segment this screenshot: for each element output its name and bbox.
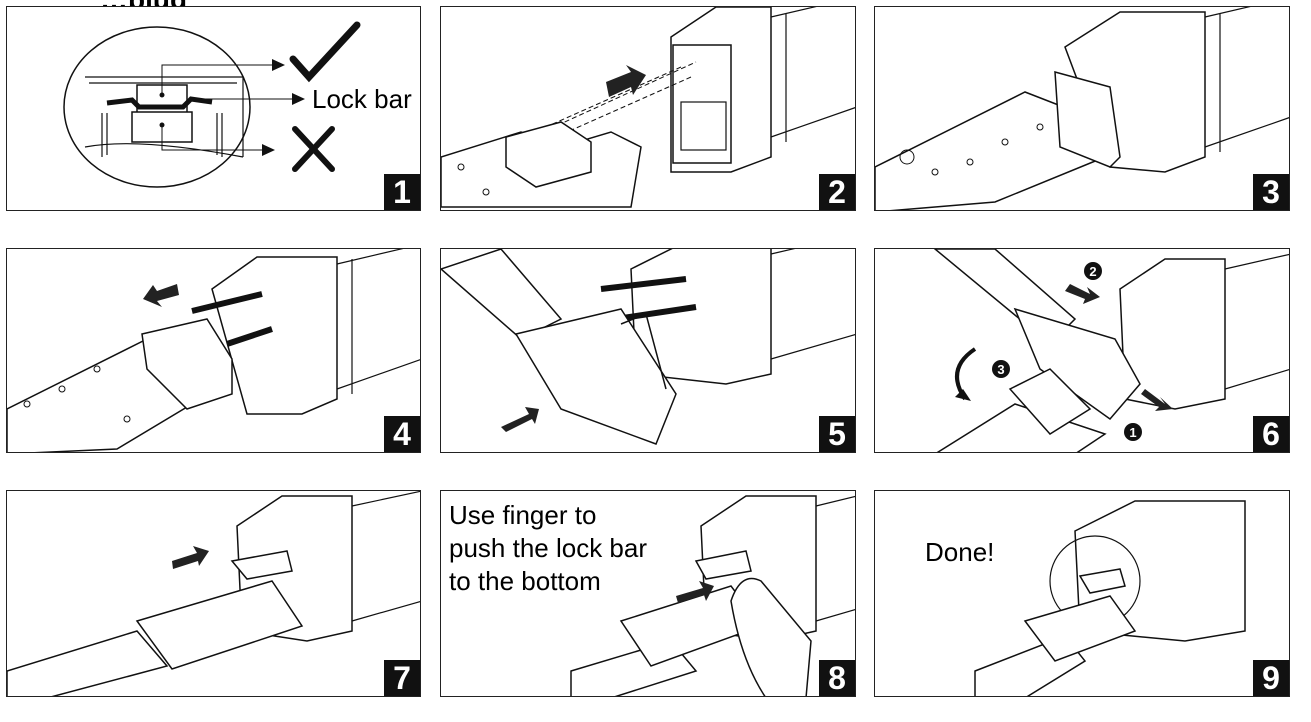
- instruction-text: Use finger to push the lock bar to the b…: [449, 500, 648, 596]
- step-number-badge: 6: [1253, 416, 1289, 452]
- step-badge-label: 1: [1129, 425, 1136, 440]
- insert-tool-diagram: [441, 7, 855, 208]
- done-label: Done!: [925, 537, 995, 567]
- seat-cable-diagram: 2 3 1: [933, 249, 1289, 452]
- check-mark-icon: [289, 21, 361, 83]
- step-number-badge: 7: [384, 660, 420, 696]
- cross-mark-icon: [292, 126, 335, 172]
- step-panel-8: Use finger to push the lock bar to the b…: [440, 490, 856, 697]
- tool-inserted-diagram: [875, 7, 1289, 210]
- remove-tool-diagram: [7, 249, 420, 452]
- step-number-badge: 5: [819, 416, 855, 452]
- lock-bar-label: Lock bar: [312, 84, 412, 114]
- step-panel-9: Done! 9: [874, 490, 1290, 697]
- step-panel-5: 5: [440, 248, 856, 453]
- step-panel-3: 3: [874, 6, 1290, 211]
- done-diagram: [974, 500, 1246, 696]
- step-badge-label: 2: [1089, 264, 1096, 279]
- step-badge-label: 3: [997, 362, 1004, 377]
- step-badge-2: [1084, 262, 1102, 280]
- step-number-badge: 4: [384, 416, 420, 452]
- step-panel-4: 4: [6, 248, 421, 453]
- step-number-badge: 3: [1253, 174, 1289, 210]
- step-number-badge: 2: [819, 174, 855, 210]
- finger-icon: [730, 577, 812, 696]
- push-cable-diagram: [7, 491, 420, 696]
- step-badge-3: [992, 360, 1010, 378]
- step-number-badge: 9: [1253, 660, 1289, 696]
- step-panel-1: Lock bar 1: [6, 6, 421, 211]
- step-panel-7: 7: [6, 490, 421, 697]
- lock-bar-detail-diagram: [63, 21, 361, 188]
- step-badge-1: [1124, 423, 1142, 441]
- insert-cable-diagram: [441, 249, 855, 445]
- step-number-badge: 8: [819, 660, 855, 696]
- push-lock-bar-diagram: [570, 495, 855, 696]
- step-panel-6: 2 3 1 6: [874, 248, 1290, 453]
- step-number-badge: 1: [384, 174, 420, 210]
- step-panel-2: 2: [440, 6, 856, 211]
